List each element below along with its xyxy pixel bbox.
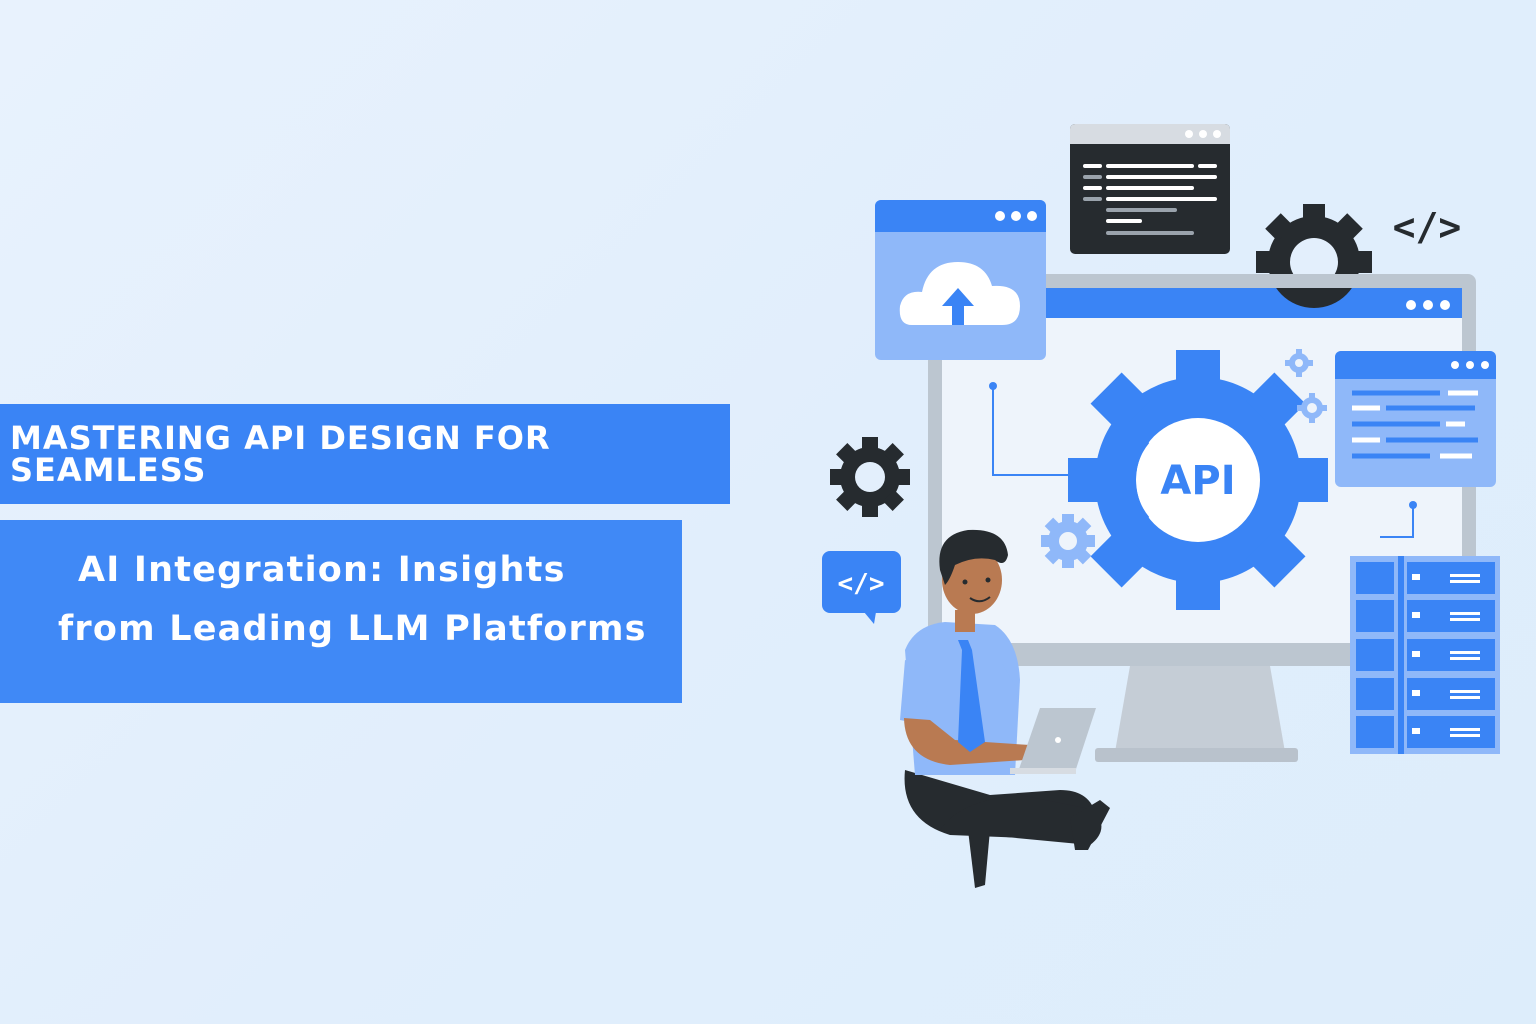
laptop-icon xyxy=(1010,708,1096,774)
api-gear-label: API xyxy=(1160,458,1235,504)
gear-icon xyxy=(830,437,910,517)
cloud-upload-icon xyxy=(899,262,1020,325)
person-with-laptop xyxy=(900,529,1110,888)
headline-line-1: MASTERING API DESIGN FOR SEAMLESS xyxy=(10,419,551,489)
code-icon: </> xyxy=(1393,205,1462,249)
api-gear-icon: API xyxy=(1068,350,1328,610)
document-window-icon xyxy=(1335,351,1496,487)
code-bubble-icon: </> xyxy=(822,551,901,624)
terminal-window-icon xyxy=(1070,124,1230,254)
small-gear-icon xyxy=(1297,393,1327,423)
small-gear-icon xyxy=(1041,514,1095,568)
connector-lines xyxy=(992,388,1414,538)
headline-banner-top: MASTERING API DESIGN FOR SEAMLESS xyxy=(0,404,730,504)
code-bubble-label: </> xyxy=(838,569,885,599)
server-rack-icon xyxy=(1350,556,1500,754)
headline-line-2: AI Integration: Insights xyxy=(78,550,566,590)
cloud-upload-window xyxy=(875,200,1046,360)
headline-line-3: from Leading LLM Platforms xyxy=(58,609,647,649)
headline-banner-bottom: AI Integration: Insights from Leading LL… xyxy=(0,520,682,703)
small-gear-icon xyxy=(1285,349,1313,377)
